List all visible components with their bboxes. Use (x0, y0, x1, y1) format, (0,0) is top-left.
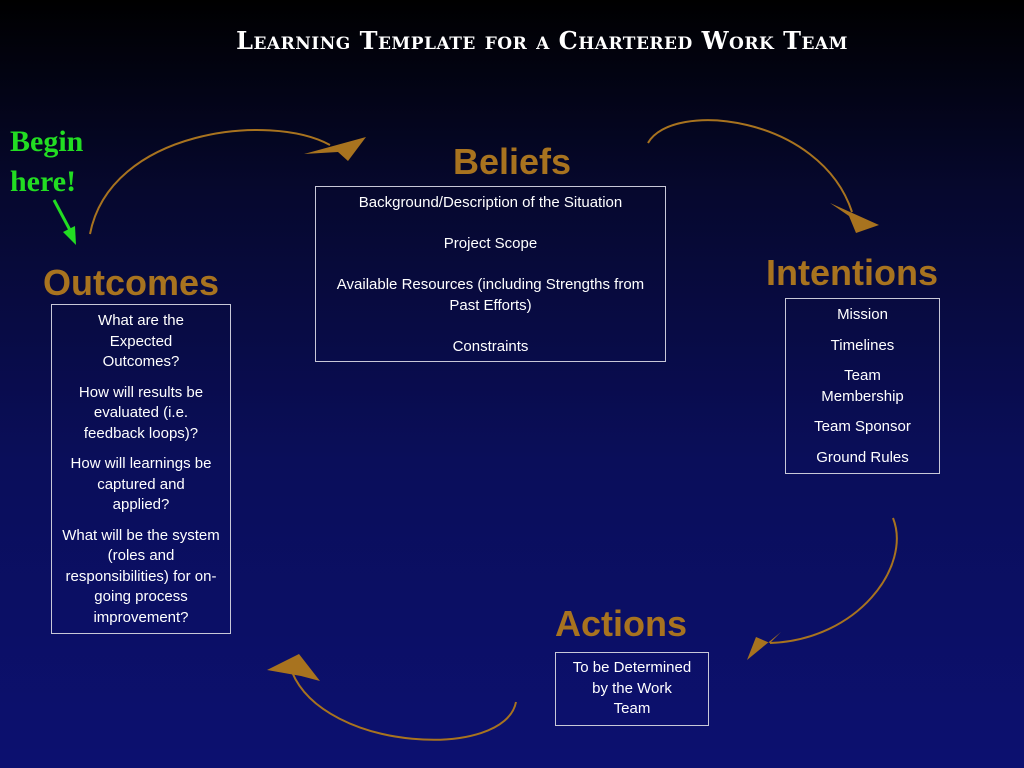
intentions-item: Ground Rules (816, 448, 909, 466)
slide-title: Learning Template for a Chartered Work T… (236, 26, 848, 55)
beliefs-item: Project Scope (443, 235, 538, 252)
stage-actions-box: To be Determined by the Work Team (555, 652, 709, 726)
outcomes-item: How will learnings be captured and appli… (70, 455, 212, 513)
intentions-item: Timelines (830, 336, 895, 354)
outcomes-item: How will results be evaluated (i.e. feed… (78, 383, 204, 442)
stage-beliefs-label: Beliefs (453, 141, 572, 182)
begin-pointer-head (63, 226, 76, 245)
stage-beliefs-box: Background/Description of the Situation … (315, 186, 666, 362)
arrowhead-beliefs-to-intentions (830, 203, 879, 233)
stage-outcomes-box: What are the Expected Outcomes? How will… (51, 304, 231, 634)
stage-actions-label: Actions (555, 603, 688, 644)
arrow-beliefs-to-intentions (647, 119, 853, 213)
arrowhead-outcomes-to-beliefs (304, 137, 366, 161)
begin-here-note: Begin here! (10, 122, 120, 202)
arrow-intentions-to-actions (769, 517, 898, 644)
stage-outcomes-label: Outcomes (43, 262, 220, 303)
intentions-item: Team Sponsor (814, 418, 911, 435)
arrow-outcomes-to-beliefs (89, 129, 331, 235)
stage-intentions-box: Mission Timelines Team Membership Team S… (785, 298, 940, 474)
stage-intentions-label: Intentions (766, 252, 938, 293)
arrowhead-actions-to-outcomes (267, 654, 320, 681)
begin-note-line-1: Begin (10, 125, 84, 158)
beliefs-item: Constraints (452, 337, 529, 355)
outcomes-item: What are the Expected Outcomes? (98, 312, 184, 370)
arrowhead-intentions-to-actions (747, 632, 781, 660)
begin-note-line-2: here! (10, 165, 77, 198)
begin-pointer-line (52, 199, 73, 233)
beliefs-item: Available Resources (including Strengths… (336, 276, 645, 314)
intentions-item: Team Membership (821, 367, 904, 405)
intentions-item: Mission (837, 306, 888, 323)
arrow-actions-to-outcomes (291, 671, 517, 741)
outcomes-item: What will be the system (roles and respo… (62, 526, 220, 626)
beliefs-item: Background/Description of the Situation (358, 194, 623, 211)
actions-item: To be Determined by the Work Team (572, 659, 692, 717)
